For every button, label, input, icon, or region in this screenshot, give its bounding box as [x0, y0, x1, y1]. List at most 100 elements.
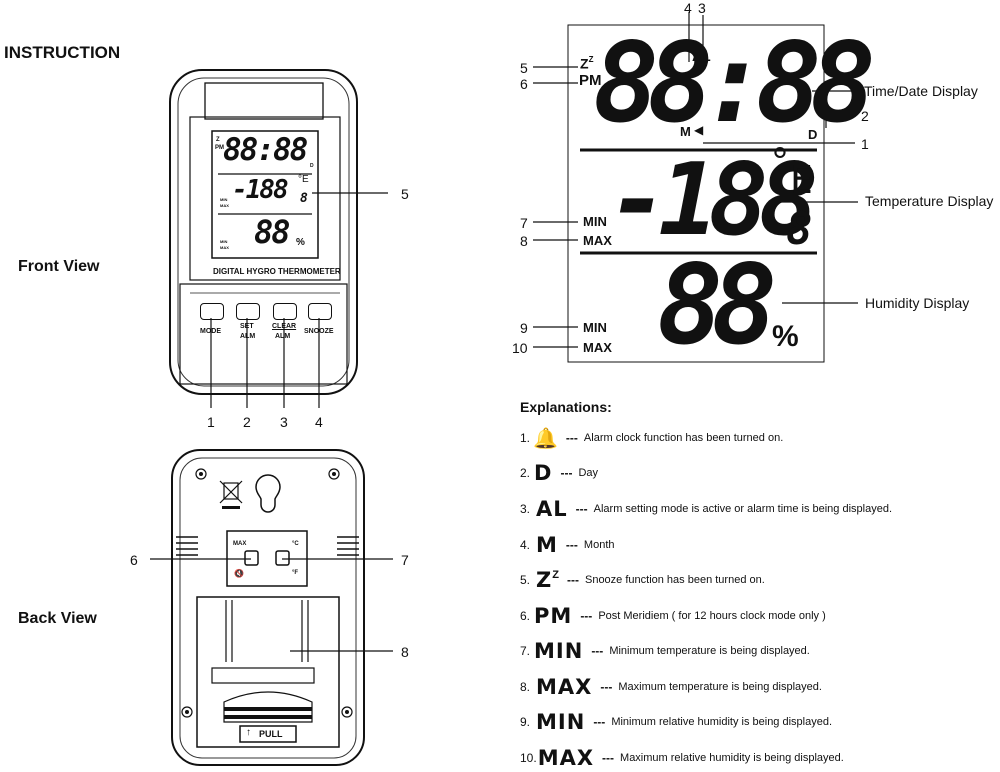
display-callout-3: 3: [698, 0, 706, 16]
front-callout-4: 4: [315, 414, 323, 430]
back-callout-8: 8: [401, 644, 409, 660]
explanation-text: Minimum relative humidity is being displ…: [611, 716, 833, 728]
front-lcd-temp-dec: 8: [300, 191, 308, 206]
display-callout-4: 4: [684, 0, 692, 16]
display-max-2: MAX: [583, 340, 612, 355]
temperature-display-label: Temperature Display: [865, 193, 994, 209]
explanation-text: Day: [578, 467, 599, 479]
display-callout-10: 10: [512, 340, 528, 356]
clear-label-2: ALM: [275, 333, 291, 340]
front-callout-1: 1: [207, 414, 215, 430]
front-lcd: Z PM 88:88 D -188 °E 8 MIN MAX 88 % MIN …: [212, 131, 318, 258]
explanation-index: 6.: [520, 609, 531, 623]
display-callout-6: 6: [520, 76, 528, 92]
explanation-symbol: MIN: [536, 710, 586, 734]
explanation-text: Alarm clock function has been turned on.: [583, 432, 784, 444]
display-callout-2: 2: [861, 108, 869, 124]
explanation-dash: ---: [565, 538, 578, 552]
explanation-row: 9. MIN --- Minimum relative humidity is …: [520, 709, 832, 735]
clear-alm-button[interactable]: [273, 303, 297, 320]
display-pm: PM: [579, 72, 602, 89]
display-max: MAX: [583, 233, 612, 248]
explanation-index: 2.: [520, 466, 531, 480]
switch-max-label: MAX: [233, 541, 247, 547]
back-callout-6: 6: [130, 552, 138, 568]
mode-button[interactable]: [200, 303, 224, 320]
front-lcd-pm: PM: [215, 145, 224, 151]
explanation-dash: ---: [580, 609, 593, 623]
explanation-symbol: AL: [536, 497, 568, 521]
display-callout-5: 5: [520, 60, 528, 76]
explanation-symbol: D: [534, 461, 553, 485]
display-temp: -188: [608, 141, 819, 258]
display-unit: E: [790, 158, 813, 202]
explanation-index: 10.: [520, 751, 537, 765]
display-zz-sup: Z: [588, 55, 594, 64]
front-lcd-min: MIN: [220, 197, 228, 202]
switch-c-label: °C: [292, 541, 299, 547]
explanation-symbol: MAX: [536, 675, 593, 699]
explanation-index: 5.: [520, 573, 531, 587]
explanation-row: 5. Z Z --- Snooze function has been turn…: [520, 567, 765, 593]
display-humidity: 88: [657, 241, 778, 369]
pull-label: PULL: [259, 729, 283, 739]
explanation-index: 9.: [520, 715, 531, 729]
front-lcd-unit: °E: [298, 174, 309, 185]
explanation-dash: ---: [591, 644, 604, 658]
explanation-text: Post Meridiem ( for 12 hours clock mode …: [598, 610, 826, 622]
speaker-icon: 🔇: [234, 569, 244, 578]
explanation-symbol: PM: [534, 604, 573, 628]
explanation-row: 3. AL --- Alarm setting mode is active o…: [520, 496, 892, 522]
display-callout-9: 9: [520, 320, 528, 336]
front-callout-2: 2: [243, 414, 251, 430]
explanation-row: 2. D --- Day: [520, 460, 598, 486]
display-min: MIN: [583, 214, 607, 229]
explanation-index: 3.: [520, 502, 531, 516]
explanation-dash: ---: [593, 715, 606, 729]
explanation-index: 7.: [520, 644, 531, 658]
front-lcd-max: MAX: [220, 203, 229, 208]
explanation-index: 1.: [520, 431, 531, 445]
explanation-row: 6. PM --- Post Meridiem ( for 12 hours c…: [520, 603, 826, 629]
display-callout-1: 1: [861, 136, 869, 152]
snooze-button[interactable]: [308, 303, 332, 320]
explanation-text: Alarm setting mode is active or alarm ti…: [593, 503, 893, 515]
explanation-dash: ---: [560, 466, 573, 480]
explanation-symbol-sup: Z: [552, 569, 559, 581]
explanation-text: Snooze function has been turned on.: [584, 574, 765, 586]
display-al: AL: [692, 48, 711, 64]
explanation-index: 4.: [520, 538, 531, 552]
explanation-dash: ---: [575, 502, 588, 516]
display-alarm-bell-icon: ◀: [694, 123, 704, 137]
display-temp-dec: 8: [786, 204, 813, 255]
display-zz-text: Z: [580, 55, 589, 72]
page-title: INSTRUCTION: [4, 43, 121, 62]
display-callout-7: 7: [520, 215, 528, 231]
time-date-display-label: Time/Date Display: [864, 83, 978, 99]
display-callout-8: 8: [520, 233, 528, 249]
humidity-display-label: Humidity Display: [865, 295, 970, 311]
explanation-symbol: MAX: [537, 746, 595, 770]
display-m: M: [680, 124, 691, 139]
display-d: D: [808, 127, 818, 142]
display-percent: %: [772, 320, 799, 353]
back-callout-7: 7: [401, 552, 409, 568]
explanation-row: 8. MAX --- Maximum temperature is being …: [520, 674, 822, 700]
explanation-row: 10. MAX --- Maximum relative humidity is…: [520, 745, 844, 771]
explanation-text: Minimum temperature is being displayed.: [609, 645, 810, 657]
set-alm-button[interactable]: [236, 303, 260, 320]
front-lcd-temp: -188: [232, 175, 289, 205]
front-lcd-humidity: 88: [254, 213, 291, 251]
explanation-dash: ---: [600, 680, 613, 694]
explanation-symbol: MIN: [534, 639, 584, 663]
front-lcd-max2: MAX: [220, 245, 229, 250]
explanation-row: 1. 🔔 --- Alarm clock function has been t…: [520, 425, 783, 451]
front-lcd-percent: %: [296, 237, 305, 248]
explanation-text: Month: [583, 539, 615, 551]
front-lcd-time: 88:88: [223, 132, 308, 168]
display-deg: °: [772, 140, 788, 184]
